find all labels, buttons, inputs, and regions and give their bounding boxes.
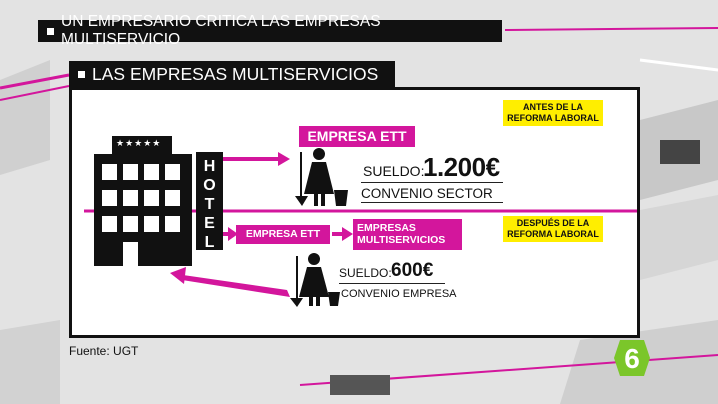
label-empresas-multiservicios: EMPRESAS MULTISERVICIOS [353,219,462,250]
underline [339,283,445,284]
salary-label-after: SUELDO: [339,266,392,280]
bullet-square-icon [78,70,85,78]
infographic-panel: ★★★★★ H O T E L ANTES DE LA REFORMA LABO… [69,87,640,338]
hotel-sign-letter: O [203,177,216,194]
section-title-bar: LAS EMPRESAS MULTISERVICIOS [69,61,395,87]
label-empresa-ett-after: EMPRESA ETT [236,225,330,244]
arrow-right-icon [222,152,290,166]
hotel-sign-letter: E [204,215,215,232]
agreement-before: CONVENIO SECTOR [361,186,493,201]
bullet-square-icon [47,27,54,35]
hotel-sign-letter: L [204,234,215,251]
cleaning-lady-icon [295,148,348,206]
hotel-sign-letter: T [204,196,215,213]
underline [361,182,503,183]
label-empresa-ett-before: EMPRESA ETT [299,126,415,147]
salary-value-after: 600€ [391,260,434,281]
arrow-right-icon [332,227,353,241]
hotel-stars: ★★★★★ [116,138,162,148]
arrow-right-icon [222,227,238,241]
agreement-after: CONVENIO EMPRESA [341,288,457,300]
note-after-reform: DESPUÉS DE LA REFORMA LABORAL [503,216,603,242]
section-title: LAS EMPRESAS MULTISERVICIOS [92,63,379,84]
note-before-reform: ANTES DE LA REFORMA LABORAL [503,100,603,126]
source-caption: Fuente: UGT [69,344,139,358]
salary-value-before: 1.200€ [423,152,500,182]
underline [361,202,503,203]
headline-bar: UN EMPRESARIO CRITICA LAS EMPRESAS MULTI… [38,13,502,48]
arrow-left-icon [170,267,290,297]
hotel-sign-letter: H [203,158,216,175]
cleaning-lady-icon [290,253,340,307]
salary-label-before: SUELDO: [363,163,425,179]
infographic-graphics [84,136,637,307]
channel-logo-number: 6 [624,343,640,374]
headline-text: UN EMPRESARIO CRITICA LAS EMPRESAS MULTI… [61,13,381,48]
hotel-sign: H O T E L [196,152,223,251]
hotel-building-icon [94,136,192,266]
channel-logo: 6 [614,340,650,376]
